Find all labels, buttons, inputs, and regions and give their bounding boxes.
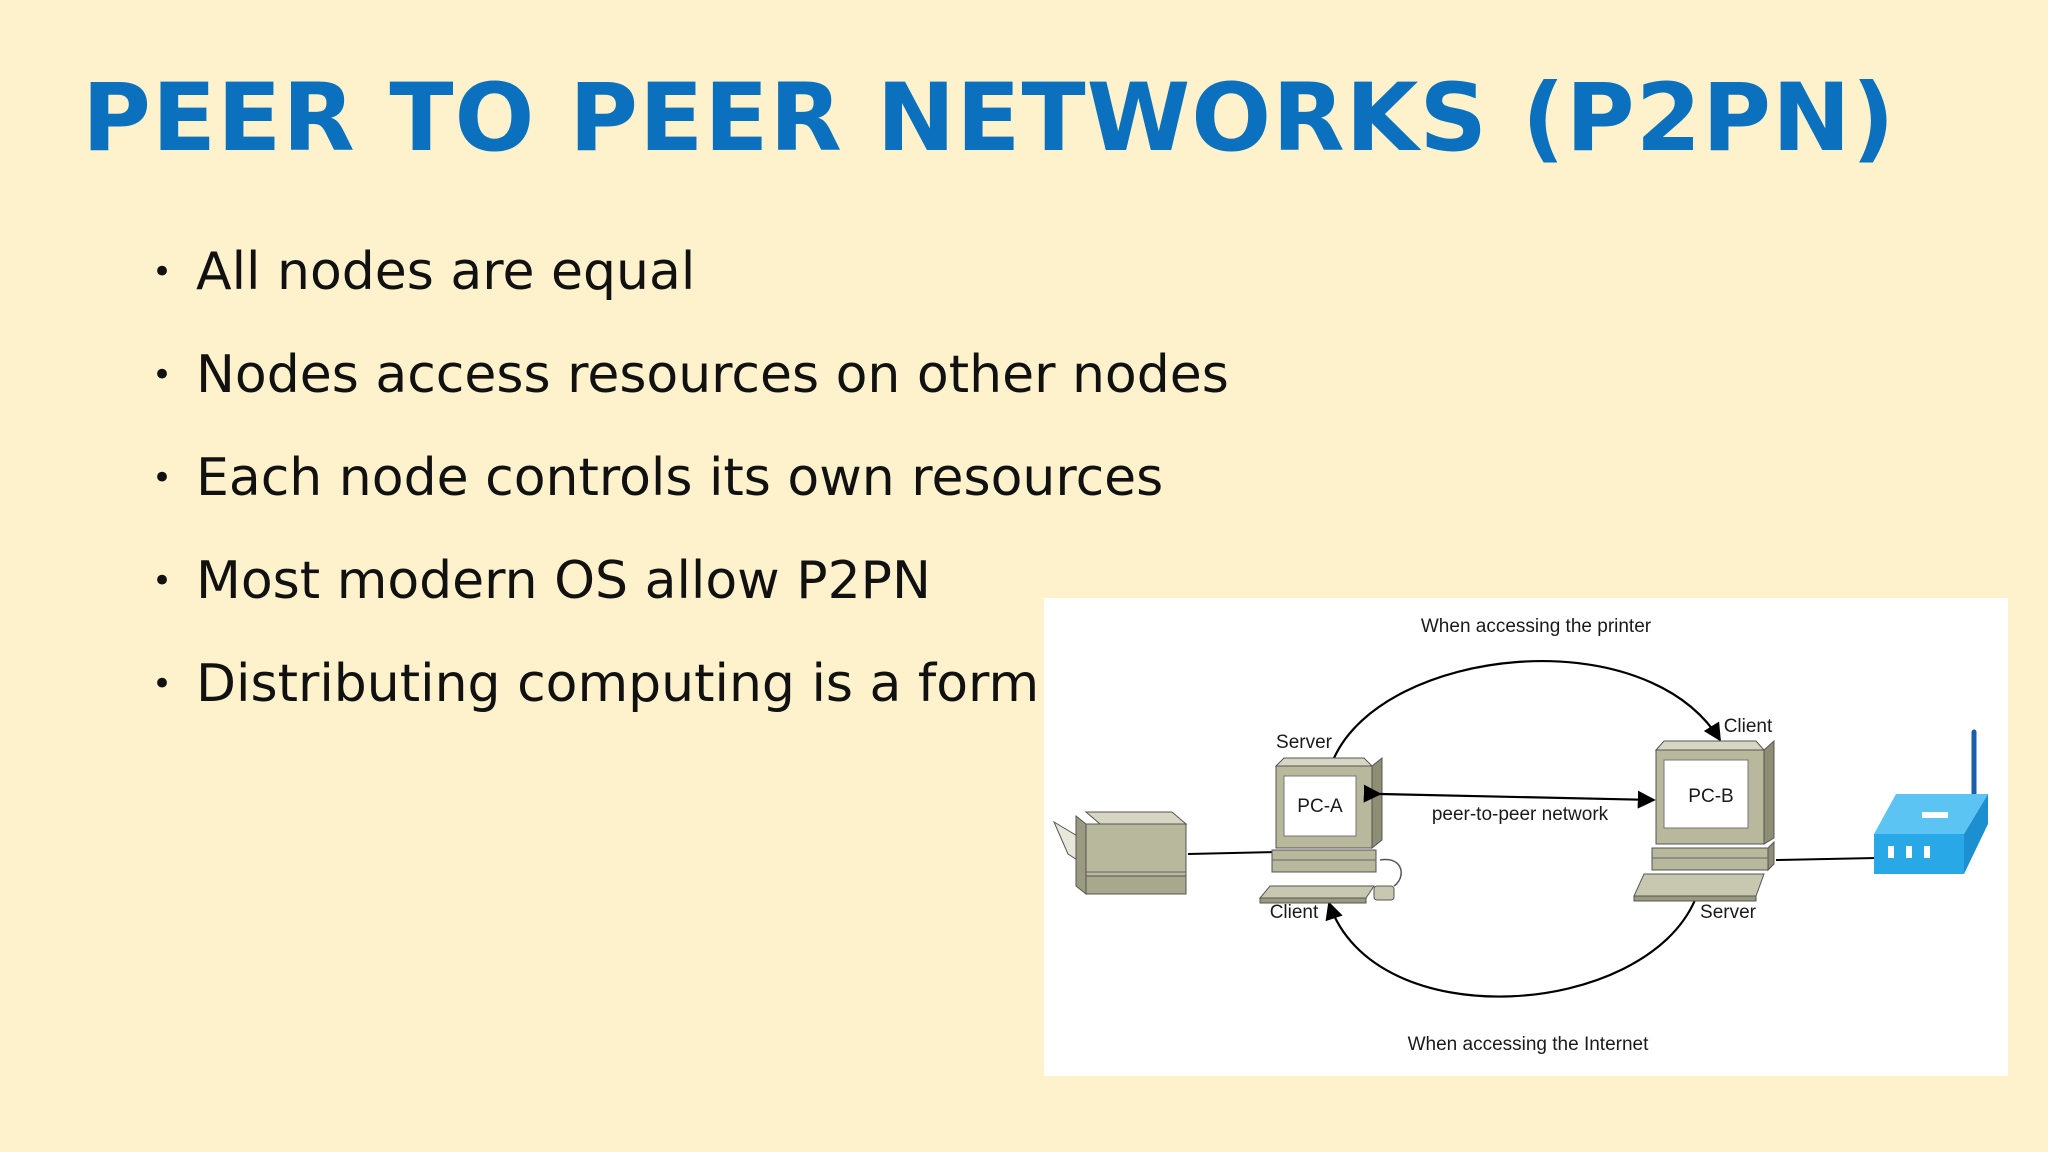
internet-access-arc <box>1325 899 1697 998</box>
bullet-text: Most modern OS allow P2PN <box>196 551 931 611</box>
bullet-text: All nodes are equal <box>196 242 696 302</box>
bottom-arc-label: When accessing the Internet <box>1408 1034 1650 1055</box>
bullet-text: Nodes access resources on other nodes <box>196 345 1229 405</box>
p2p-network-diagram: When accessing the printer When accessin… <box>1044 598 2008 1076</box>
pc-a-role-top: Server <box>1276 732 1333 753</box>
printer-icon <box>1052 811 1188 896</box>
pc-b-role-top: Client <box>1724 716 1773 737</box>
pc-b-name-label: PC-B <box>1688 786 1733 807</box>
peer-link-label: peer-to-peer network <box>1432 804 1609 825</box>
bullet-marker: • <box>152 561 173 601</box>
diagram-canvas: When accessing the printer When accessin… <box>1052 616 1988 1055</box>
bullet-marker: • <box>152 355 173 395</box>
slide-title: PEER TO PEER NETWORKS (P2PN) <box>82 64 1896 173</box>
router-cable <box>1775 857 1877 861</box>
bullet-text: Distributing computing is a form <box>196 654 1040 714</box>
pc-a-name-label: PC-A <box>1297 796 1343 817</box>
printer-access-arc <box>1332 660 1721 759</box>
peer-to-peer-link <box>1363 784 1656 809</box>
bullet-marker: • <box>152 664 173 704</box>
bullet-marker: • <box>152 252 173 292</box>
pc-a-computer-icon <box>1258 756 1402 904</box>
pc-b-role-bottom: Server <box>1700 902 1757 923</box>
router-icon <box>1874 729 1988 874</box>
pc-a-role-bottom: Client <box>1270 902 1319 923</box>
printer-cable <box>1187 851 1277 855</box>
pc-b-computer-icon <box>1633 739 1775 902</box>
bullet-marker: • <box>152 458 173 498</box>
top-arc-label: When accessing the printer <box>1421 616 1652 637</box>
bullet-text: Each node controls its own resources <box>196 448 1164 508</box>
